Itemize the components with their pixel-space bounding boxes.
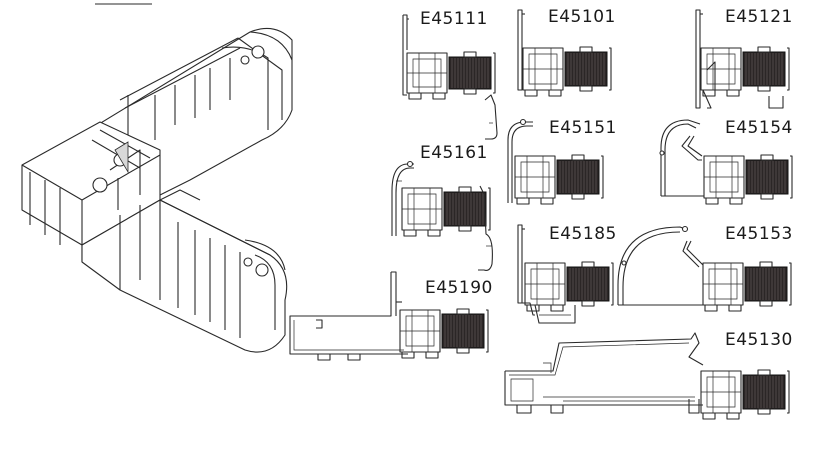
profile-e45185 [517,224,614,324]
label-e45101: E45101 [548,7,616,27]
profile-e45151 [507,118,604,205]
label-e45161: E45161 [420,143,488,163]
profile-e45190 [289,271,489,361]
profile-e45161 [391,160,493,271]
label-e45151: E45151 [549,118,617,138]
profile-e45111 [402,14,498,140]
label-e45154: E45154 [725,118,793,138]
profile-e45101 [517,9,612,97]
label-e45130: E45130 [725,330,793,350]
label-e45111: E45111 [420,9,488,29]
profile-e45154 [659,119,793,205]
label-e45185: E45185 [549,224,617,244]
profile-e45130 [504,332,790,420]
profile-e45153 [617,225,792,312]
profile-e45121 [695,9,790,109]
label-e45121: E45121 [725,7,793,27]
label-e45190: E45190 [425,278,493,298]
label-e45153: E45153 [725,224,793,244]
